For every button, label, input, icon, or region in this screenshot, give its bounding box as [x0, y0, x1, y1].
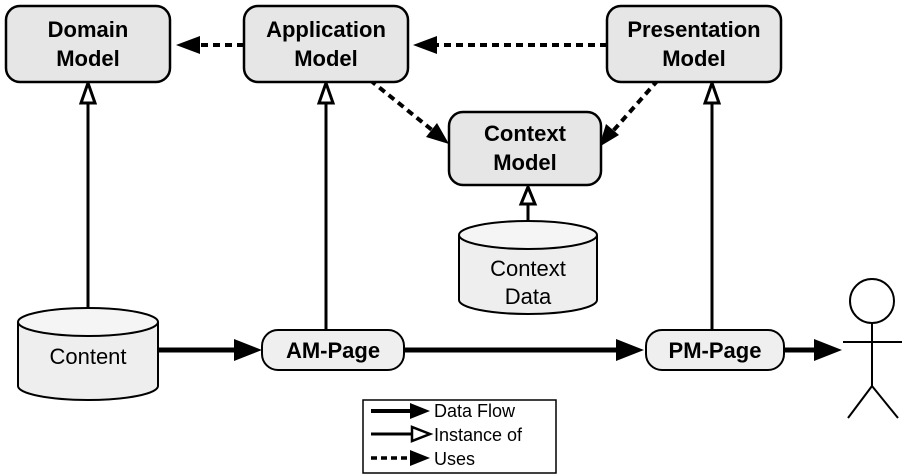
instance-edge-pmpage-to-presentation [702, 78, 722, 330]
domain-model-label-line1: Domain [48, 17, 129, 42]
uses-edge-presentation-to-application [413, 36, 607, 54]
instance-edge-contextdata-to-context [518, 183, 538, 222]
legend-instance-of: Instance of [371, 425, 523, 445]
application-model-label-line2: Model [294, 46, 358, 71]
application-model-box: Application Model [242, 4, 410, 84]
context-data-label-line2: Data [505, 284, 552, 309]
uses-edge-application-to-context [368, 78, 449, 144]
flow-edge-ampage-to-pmpage [404, 339, 644, 361]
context-data-store: Context Data [458, 220, 598, 315]
legend-data-flow-label: Data Flow [434, 401, 516, 421]
presentation-model-label-line2: Model [662, 46, 726, 71]
legend-instance-of-label: Instance of [434, 425, 523, 445]
presentation-model-box: Presentation Model [605, 4, 783, 84]
pm-page-label: PM-Page [669, 338, 762, 363]
context-model-label-line2: Model [493, 150, 557, 175]
instance-edge-content-to-domain [78, 78, 98, 312]
am-page-box: AM-Page [261, 329, 405, 371]
legend-uses: Uses [371, 449, 475, 469]
content-label: Content [49, 344, 126, 369]
presentation-model-label-line1: Presentation [627, 17, 760, 42]
legend-uses-label: Uses [434, 449, 475, 469]
domain-model-label-line2: Model [56, 46, 120, 71]
context-model-box: Context Model [447, 110, 603, 187]
instance-edge-ampage-to-application [316, 78, 336, 330]
user-actor-icon [843, 278, 902, 419]
context-data-label-line1: Context [490, 256, 566, 281]
domain-model-box: Domain Model [4, 4, 172, 84]
am-page-label: AM-Page [286, 338, 380, 363]
content-store: Content [17, 307, 159, 401]
pm-page-box: PM-Page [645, 329, 785, 371]
uses-edge-presentation-to-context [599, 78, 660, 147]
flow-edge-content-to-ampage [158, 339, 262, 361]
legend-data-flow: Data Flow [371, 401, 516, 421]
uses-edge-application-to-domain [176, 36, 244, 54]
legend: Data Flow Instance of Uses [362, 399, 557, 474]
application-model-label-line1: Application [266, 17, 386, 42]
flow-edge-pmpage-to-user [784, 339, 842, 361]
context-model-label-line1: Context [484, 121, 567, 146]
